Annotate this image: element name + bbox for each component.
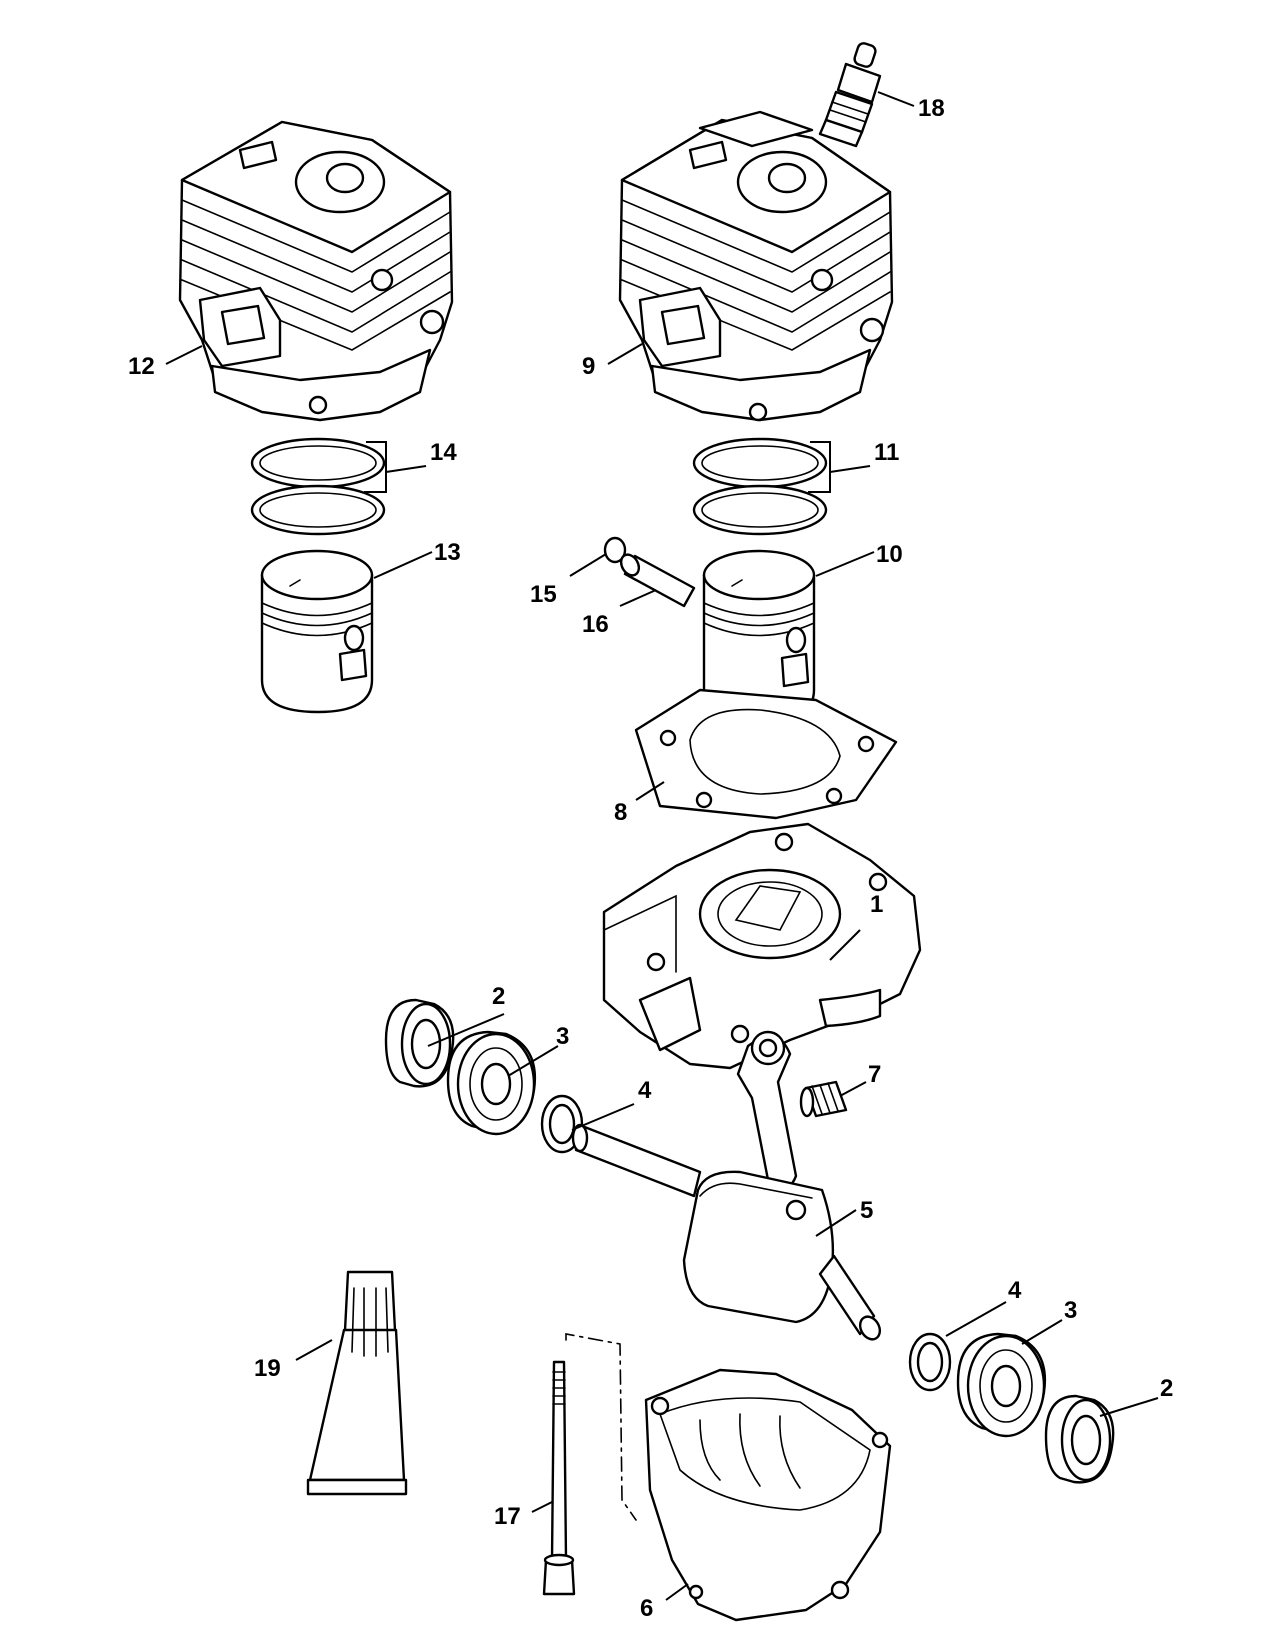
screw-part-17 — [542, 1333, 637, 1596]
piston-part-10 — [702, 549, 816, 724]
ball-bearing-part-3-right — [956, 1332, 1047, 1438]
crankshaft-part-5 — [571, 1030, 882, 1341]
piston-part-13 — [260, 549, 374, 714]
callout-1: 1 — [870, 891, 883, 918]
grease-tube-part-19 — [306, 1270, 408, 1496]
needle-cage-part-7 — [799, 1080, 848, 1118]
callout-5: 5 — [860, 1197, 873, 1224]
piston-pin-part-16 — [619, 553, 696, 608]
callout-11: 11 — [874, 439, 899, 466]
callout-17: 17 — [494, 1503, 521, 1530]
lower-crankcase-part-6 — [644, 1368, 892, 1622]
callout-2b: 2 — [1160, 1375, 1173, 1402]
callout-2a: 2 — [492, 983, 505, 1010]
callout-18: 18 — [918, 95, 945, 122]
callout-19: 19 — [254, 1355, 281, 1382]
part-callouts: 1 2 2 3 3 4 4 5 6 7 8 9 10 11 12 13 14 1… — [128, 95, 1173, 1622]
callout-8: 8 — [614, 799, 627, 826]
callout-10: 10 — [876, 541, 903, 568]
callout-4a: 4 — [638, 1077, 652, 1104]
cylinder-part-9 — [618, 110, 894, 422]
oil-seal-part-2-right — [1044, 1394, 1115, 1484]
callout-3a: 3 — [556, 1023, 569, 1050]
callout-16: 16 — [582, 611, 609, 638]
spark-plug-part-18 — [818, 42, 882, 148]
ball-bearing-part-3-left — [446, 1030, 537, 1136]
callout-6: 6 — [640, 1595, 653, 1622]
cylinder-part-12 — [178, 120, 454, 422]
washer-part-4-right — [908, 1332, 952, 1392]
callout-4b: 4 — [1008, 1277, 1022, 1304]
gasket-part-8 — [634, 688, 898, 820]
callout-12: 12 — [128, 353, 155, 380]
callout-3b: 3 — [1064, 1297, 1077, 1324]
callout-9: 9 — [582, 353, 595, 380]
oil-seal-part-2-left — [384, 998, 455, 1088]
circlip-part-15 — [603, 536, 627, 564]
callout-7: 7 — [868, 1061, 881, 1088]
piston-rings-part-11 — [692, 437, 828, 536]
leader-lines — [165, 91, 1159, 1601]
piston-rings-part-14 — [250, 437, 386, 536]
callout-13: 13 — [434, 539, 461, 566]
callout-14: 14 — [430, 439, 457, 466]
crankcase-part-1 — [602, 822, 922, 1070]
callout-15: 15 — [530, 581, 557, 608]
